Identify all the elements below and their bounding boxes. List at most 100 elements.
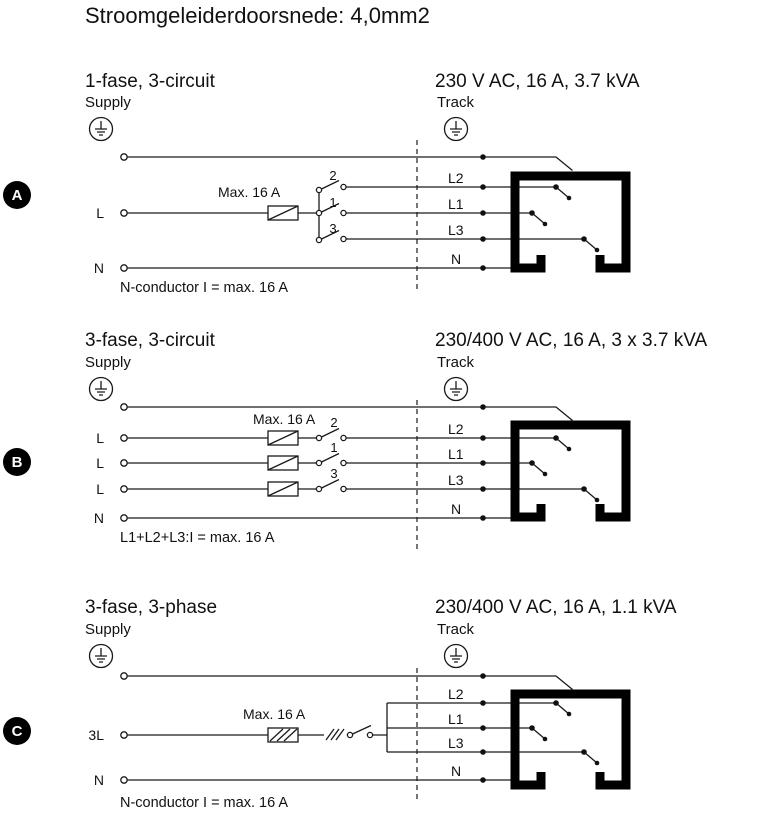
l-feed-wires (127, 437, 268, 490)
fuse-label: Max. 16 A (218, 184, 281, 200)
section-c-rating: 230/400 V AC, 16 A, 1.1 kVA (435, 597, 677, 618)
section-a-circuit-type: 1-fase, 3-circuit (85, 71, 216, 92)
circuit-wires (346, 186, 584, 240)
terminal (120, 514, 128, 522)
track-profile (510, 420, 631, 522)
switch-bank (315, 179, 347, 244)
conductor-label-l3: L3 (448, 472, 464, 488)
switch-number: 3 (329, 221, 336, 236)
section-b-supply-label: Supply (85, 354, 131, 371)
switch-feed-bus (298, 190, 320, 240)
earth-ground-icon (443, 643, 469, 669)
badge-b-circle (3, 448, 31, 476)
pe-wire (127, 675, 573, 691)
conductor-label-n: N (451, 763, 461, 779)
contact-fingers (531, 702, 598, 764)
terminal (120, 776, 128, 784)
fuse-bank (267, 430, 299, 497)
conductor-label-n: N (451, 501, 461, 517)
switch-number: 3 (330, 466, 337, 481)
switch-number: 1 (329, 195, 336, 210)
three-pole-switch (346, 724, 374, 739)
junction-dots (480, 673, 486, 783)
section-c: C 3-fase, 3-phase 230/400 V AC, 16 A, 1.… (3, 597, 677, 811)
conductor-label-l1: L1 (448, 446, 464, 462)
terminal (120, 264, 128, 272)
contact-dots (529, 700, 600, 766)
section-c-track-label: Track (437, 621, 474, 638)
input-label-n: N (94, 510, 104, 526)
contact-dots (529, 184, 600, 253)
contact-dots (529, 435, 600, 503)
terminal (120, 459, 128, 467)
switch-number: 2 (330, 415, 337, 430)
section-a-track-label: Track (437, 94, 474, 111)
conductor-label-l2: L2 (448, 421, 464, 437)
fuse-label: Max. 16 A (243, 706, 306, 722)
pe-wire (127, 156, 573, 172)
earth-ground-icon (88, 116, 114, 142)
track-profile (510, 689, 631, 790)
section-a-note: N-conductor I = max. 16 A (120, 280, 288, 296)
input-label-l: L (96, 481, 104, 497)
conductor-label-n: N (451, 251, 461, 267)
badge-b-label: B (12, 454, 23, 471)
terminal (120, 403, 128, 411)
input-label-3l: 3L (88, 727, 104, 743)
section-a: A 1-fase, 3-circuit 230 V AC, 16 A, 3.7 … (3, 71, 640, 296)
earth-ground-icon (88, 643, 114, 669)
conductor-label-l2: L2 (448, 170, 464, 186)
conductor-label-l1: L1 (448, 196, 464, 212)
section-b-circuit-type: 3-fase, 3-circuit (85, 330, 216, 351)
conductor-label-l3: L3 (448, 735, 464, 751)
terminal (120, 153, 128, 161)
section-a-supply-label: Supply (85, 94, 131, 111)
badge-c-circle (3, 717, 31, 745)
earth-ground-icon (443, 376, 469, 402)
fuse-label: Max. 16 A (253, 411, 316, 427)
section-b-track-label: Track (437, 354, 474, 371)
pe-wire (127, 406, 573, 422)
conductor-label-l1: L1 (448, 711, 464, 727)
input-label-n: N (94, 772, 104, 788)
badge-a-label: A (12, 187, 23, 204)
section-c-note: N-conductor I = max. 16 A (120, 795, 288, 811)
terminal (120, 672, 128, 680)
circuit-wires (346, 437, 584, 490)
input-label-n: N (94, 260, 104, 276)
section-b-note: L1+L2+L3:I = max. 16 A (120, 530, 275, 546)
input-label-l: L (96, 205, 104, 221)
fuse-out-wires (298, 437, 319, 490)
section-b: B 3-fase, 3-circuit 230/400 V AC, 16 A, … (3, 330, 707, 552)
switch-number: 1 (330, 440, 337, 455)
fuse-slashes (269, 728, 298, 742)
section-c-circuit-type: 3-fase, 3-phase (85, 597, 217, 618)
input-label-l: L (96, 455, 104, 471)
section-a-rating: 230 V AC, 16 A, 3.7 kVA (435, 71, 640, 92)
terminal (120, 209, 128, 217)
terminal (120, 731, 128, 739)
junction-dots (480, 404, 486, 521)
earth-ground-icon (88, 376, 114, 402)
phase-split-bus (372, 702, 584, 753)
conductor-label-l2: L2 (448, 686, 464, 702)
page-title: Stroomgeleiderdoorsnede: 4,0mm2 (85, 3, 430, 28)
switch-number: 2 (329, 168, 336, 183)
badge-c-label: C (12, 723, 23, 740)
track-profile (510, 171, 631, 273)
section-b-rating: 230/400 V AC, 16 A, 3 x 3.7 kVA (435, 330, 707, 351)
contact-fingers (531, 437, 598, 501)
three-conductor-ticks (325, 728, 345, 741)
conductor-label-l3: L3 (448, 222, 464, 238)
input-label-l: L (96, 430, 104, 446)
section-c-supply-label: Supply (85, 621, 131, 638)
switch-bank (315, 427, 347, 493)
earth-ground-icon (443, 116, 469, 142)
badge-a-circle (3, 181, 31, 209)
terminal (120, 485, 128, 493)
fuse-slash (267, 205, 299, 221)
terminal (120, 434, 128, 442)
contact-fingers (531, 186, 598, 251)
